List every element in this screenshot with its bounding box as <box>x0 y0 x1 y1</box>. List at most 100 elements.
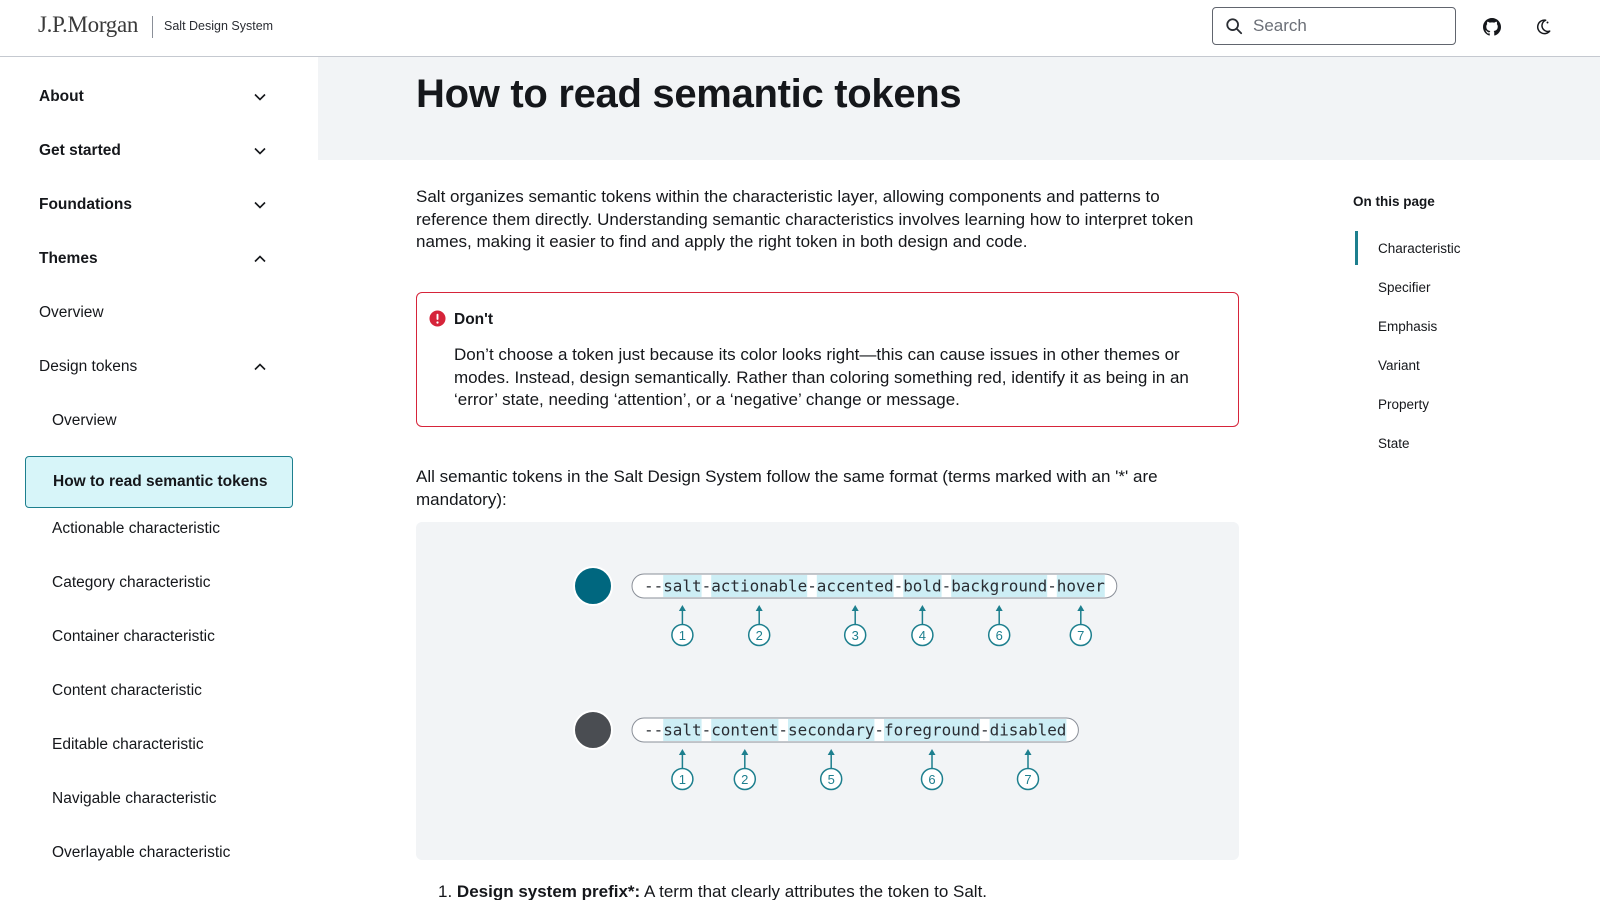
moon-icon[interactable] <box>1532 16 1554 38</box>
part-number-badge <box>733 767 757 791</box>
list-number: 1. <box>438 882 453 900</box>
token-part-highlight <box>903 575 942 597</box>
sidebar-item-overlayable-characteristic[interactable]: Overlayable characteristic <box>25 827 293 879</box>
brand-divider <box>152 16 153 38</box>
token-part-text: content <box>711 721 778 740</box>
chevron-up-icon <box>254 255 266 263</box>
toc-item-specifier[interactable]: Specifier <box>1378 280 1431 295</box>
intro-paragraph: Salt organizes semantic tokens within th… <box>416 187 1194 251</box>
sidebar-item-navigable-characteristic[interactable]: Navigable characteristic <box>25 773 293 825</box>
sidebar-item-design-tokens[interactable]: Design tokens <box>25 341 293 393</box>
pointer-arrow <box>1024 749 1032 755</box>
sidebar-item-about[interactable]: About <box>25 71 293 123</box>
toc-item-characteristic[interactable]: Characteristic <box>1378 241 1461 256</box>
brand-subtitle[interactable]: Salt Design System <box>164 19 274 33</box>
pointer-arrow <box>928 749 936 755</box>
token-separator-text: - <box>702 721 712 740</box>
chevron-down-icon <box>254 93 266 101</box>
sidebar-item-tokens-overview[interactable]: Overview <box>25 395 293 447</box>
sidebar-item-label: Actionable characteristic <box>52 520 220 537</box>
pointer-arrow <box>678 749 686 755</box>
sidebar-item-label: Overlayable characteristic <box>52 844 231 861</box>
pointer-arrow <box>995 605 1003 611</box>
token-separator-text: - <box>702 577 712 596</box>
sidebar-item-themes[interactable]: Themes <box>25 233 293 285</box>
sidebar-item-label: Navigable characteristic <box>52 790 217 807</box>
brand-logo[interactable]: J.P.Morgan <box>38 12 139 37</box>
token-part-highlight <box>989 719 1067 741</box>
token-separator-text: -- <box>644 721 663 740</box>
part-number-badge <box>843 623 867 647</box>
part-number-text: 1 <box>679 628 686 643</box>
token-part-highlight <box>788 719 875 741</box>
token-swatch <box>573 566 613 606</box>
sidebar-item-actionable-characteristic[interactable]: Actionable characteristic <box>25 503 293 555</box>
sidebar-item-how-to-read-semantic-tokens[interactable]: How to read semantic tokens <box>25 456 293 508</box>
pointer-arrow <box>1077 605 1085 611</box>
token-separator-text: - <box>807 577 817 596</box>
toc-item-variant[interactable]: Variant <box>1378 358 1420 373</box>
search-box[interactable] <box>1212 7 1456 45</box>
part-number-text: 6 <box>928 772 935 787</box>
token-part-text: secondary <box>788 721 875 740</box>
token-part-text: salt <box>663 721 701 740</box>
token-part-highlight <box>816 575 894 597</box>
sidebar-item-container-characteristic[interactable]: Container characteristic <box>25 611 293 663</box>
part-number-badge <box>671 623 694 647</box>
part-number-text: 6 <box>996 628 1003 643</box>
sidebar-item-label: Overview <box>52 412 117 429</box>
sidebar-item-editable-characteristic[interactable]: Editable characteristic <box>25 719 293 771</box>
sidebar-item-content-characteristic[interactable]: Content characteristic <box>25 665 293 717</box>
top-header: J.P.Morgan Salt Design System <box>0 0 1600 57</box>
part-number-text: 4 <box>919 628 926 643</box>
format-paragraph: All semantic tokens in the Salt Design S… <box>416 467 1158 509</box>
token-part-text: actionable <box>711 577 807 596</box>
token-part-highlight <box>1056 575 1105 597</box>
part-number-text: 3 <box>852 628 859 643</box>
pointer-arrow <box>851 605 859 611</box>
sidebar-item-label: Overview <box>39 304 104 321</box>
chevron-up-icon <box>254 363 266 371</box>
list-text: A term that clearly attributes the token… <box>640 882 988 900</box>
token-part-text: salt <box>663 577 701 596</box>
pointer-arrow <box>827 749 835 755</box>
sidebar-item-label: Foundations <box>39 196 132 213</box>
part-number-text: 7 <box>1077 628 1084 643</box>
toc-item-state[interactable]: State <box>1378 436 1410 451</box>
token-separator-text: - <box>894 577 904 596</box>
toc-item-property[interactable]: Property <box>1378 397 1430 412</box>
token-part-highlight <box>663 575 702 597</box>
token-swatch <box>573 710 613 750</box>
dont-text: Don’t choose a token just because its co… <box>454 345 1189 409</box>
sidebar-item-label: How to read semantic tokens <box>53 473 268 490</box>
token-part-highlight <box>951 575 1048 597</box>
token-part-highlight <box>711 575 808 597</box>
pointer-arrow <box>918 605 926 611</box>
toc-item-emphasis[interactable]: Emphasis <box>1378 319 1438 334</box>
sidebar-item-label: Category characteristic <box>52 574 211 591</box>
dont-callout: Don't Don’t choose a token just because … <box>416 292 1239 427</box>
github-icon[interactable] <box>1481 16 1503 38</box>
sidebar-nav: About Get started Foundations Themes Ove… <box>0 57 318 900</box>
token-separator-text: - <box>942 577 952 596</box>
token-part-text: accented <box>817 577 894 596</box>
sidebar-item-themes-overview[interactable]: Overview <box>25 287 293 339</box>
sidebar-item-get-started[interactable]: Get started <box>25 125 293 177</box>
part-number-badge <box>987 623 1011 647</box>
search-input[interactable] <box>1253 16 1443 36</box>
sidebar-item-label: Design tokens <box>39 358 138 375</box>
dont-title: Don't <box>454 311 493 328</box>
token-part-highlight <box>663 719 702 741</box>
toc-active-indicator <box>1355 231 1358 265</box>
sidebar-item-label: Get started <box>39 142 121 159</box>
part-number-text: 2 <box>756 628 763 643</box>
token-separator-text: - <box>778 721 788 740</box>
pointer-arrow <box>755 605 763 611</box>
sidebar-item-label: About <box>39 88 84 105</box>
token-part-highlight <box>711 719 779 741</box>
sidebar-item-label: Themes <box>39 250 98 267</box>
token-anatomy-svg: --salt1-actionable2-accented3-bold4-back… <box>573 566 1118 791</box>
sidebar-item-category-characteristic[interactable]: Category characteristic <box>25 557 293 609</box>
sidebar-item-foundations[interactable]: Foundations <box>25 179 293 231</box>
